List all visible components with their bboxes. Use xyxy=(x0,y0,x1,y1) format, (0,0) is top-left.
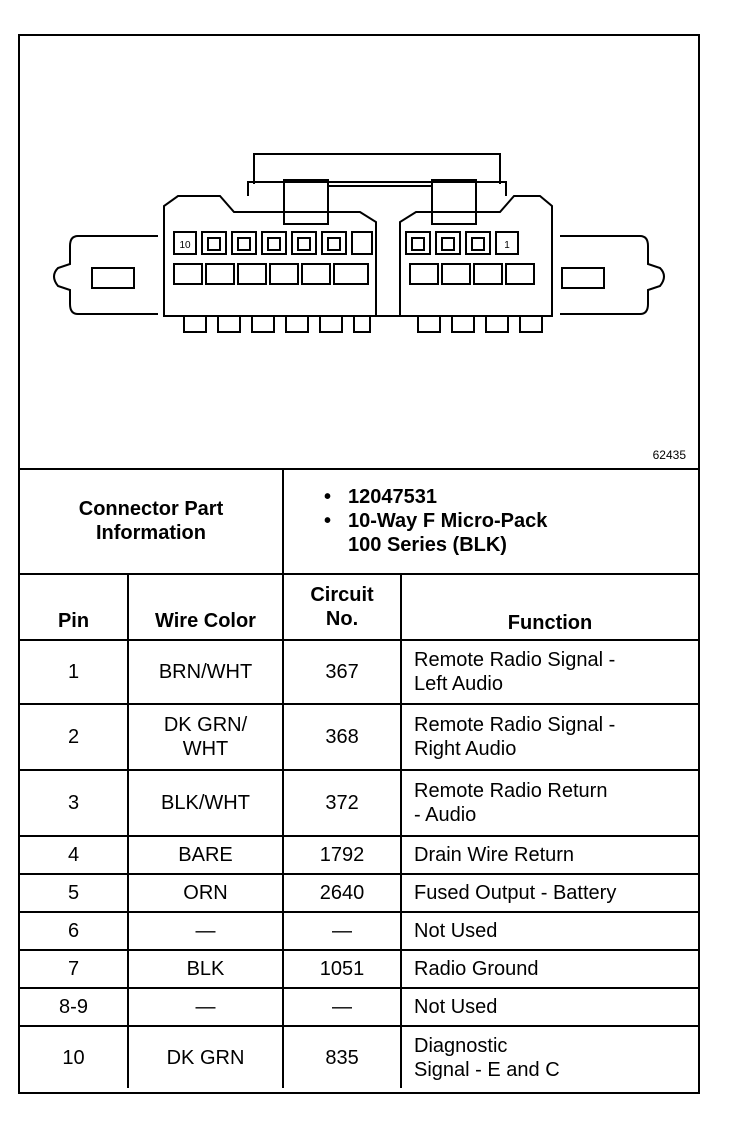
circuit-cell: 368 xyxy=(282,703,403,771)
table-row: 6——Not Used xyxy=(20,911,699,951)
connector-info-label: Connector Part Information xyxy=(20,468,285,575)
pinout-table: Connector Part Information 12047531 10-W… xyxy=(20,468,699,1088)
pin-cell: 4 xyxy=(20,835,129,875)
pin-cell: 1 xyxy=(20,639,129,705)
pin-cell: 7 xyxy=(20,949,129,989)
circuit-cell: 367 xyxy=(282,639,403,705)
function-cell: Remote Radio Return- Audio xyxy=(400,769,699,837)
function-cell: Not Used xyxy=(400,911,699,951)
wire-color-cell: DK GRN/WHT xyxy=(126,703,285,771)
connector-drawing: 10 1 xyxy=(53,153,665,333)
function-cell: Not Used xyxy=(400,987,699,1027)
header-row: Pin Wire Color Circuit No. Function xyxy=(20,573,699,640)
pin-1-label: 1 xyxy=(504,240,510,251)
function-cell: Remote Radio Signal -Left Audio xyxy=(400,639,699,705)
circuit-cell: — xyxy=(282,987,403,1027)
wire-color-cell: — xyxy=(126,911,285,951)
wire-color-cell: BLK/WHT xyxy=(126,769,285,837)
wire-color-cell: BLK xyxy=(126,949,285,989)
table-row: 8-9——Not Used xyxy=(20,987,699,1027)
connector-sheet: 10 1 62435 Connector Part Information 12… xyxy=(18,34,700,1094)
circuit-no-header: Circuit No. xyxy=(282,573,403,640)
circuit-cell: 1051 xyxy=(282,949,403,989)
wire-color-cell: ORN xyxy=(126,873,285,913)
function-cell: Remote Radio Signal -Right Audio xyxy=(400,703,699,771)
wire-color-cell: — xyxy=(126,987,285,1027)
connector-info-row: Connector Part Information 12047531 10-W… xyxy=(20,468,699,575)
connector-diagram: 10 1 62435 xyxy=(20,36,698,470)
function-cell: Radio Ground xyxy=(400,949,699,989)
pin-header: Pin xyxy=(20,573,129,640)
circuit-cell: 2640 xyxy=(282,873,403,913)
wire-color-cell: BRN/WHT xyxy=(126,639,285,705)
connector-info-values: 12047531 10-Way F Micro-Pack 100 Series … xyxy=(282,468,699,575)
figure-id: 62435 xyxy=(652,448,686,462)
function-cell: Fused Output - Battery xyxy=(400,873,699,913)
pin-cell: 3 xyxy=(20,769,129,837)
pin-cell: 2 xyxy=(20,703,129,771)
circuit-cell: 835 xyxy=(282,1025,403,1088)
circuit-cell: 1792 xyxy=(282,835,403,875)
pin-cell: 8-9 xyxy=(20,987,129,1027)
circuit-cell: 372 xyxy=(282,769,403,837)
wire-color-header: Wire Color xyxy=(126,573,285,640)
function-cell: Drain Wire Return xyxy=(400,835,699,875)
wire-color-cell: DK GRN xyxy=(126,1025,285,1088)
pin-cell: 5 xyxy=(20,873,129,913)
pin-10-label: 10 xyxy=(179,240,191,251)
pin-cell: 10 xyxy=(20,1025,129,1088)
part-number: 12047531 xyxy=(324,485,694,509)
circuit-cell: — xyxy=(282,911,403,951)
pin-cell: 6 xyxy=(20,911,129,951)
function-header: Function xyxy=(400,573,699,640)
wire-color-cell: BARE xyxy=(126,835,285,875)
connector-description: 10-Way F Micro-Pack 100 Series (BLK) xyxy=(324,509,694,557)
